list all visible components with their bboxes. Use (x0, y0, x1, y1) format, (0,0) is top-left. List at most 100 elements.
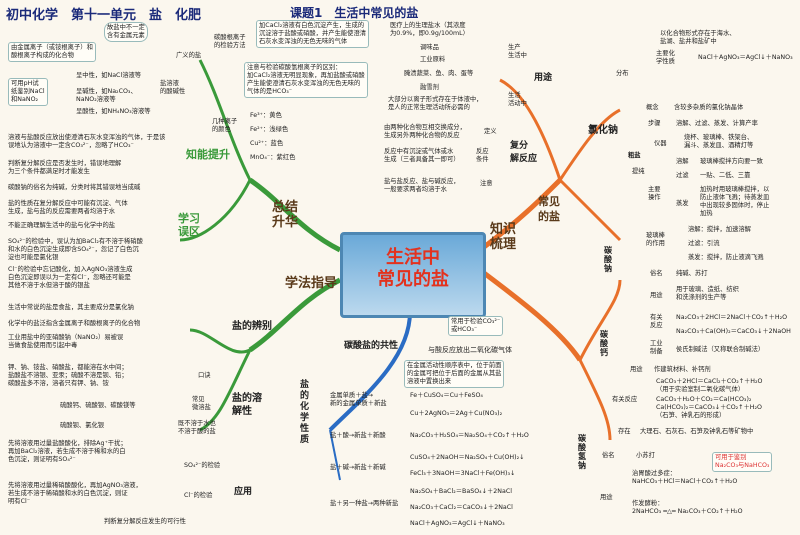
decomp-feasibility: 判断复分解反应发生的可行性 (104, 518, 186, 525)
cl-test-text: 先将溶液用过量稀硝酸酸化，再加AgNO₃溶液， 若生成不溶于稀硝酸和水的白色沉淀… (8, 482, 142, 505)
metal-salt-title: 金属单质＋盐→ 新的金属单质＋新盐 (330, 392, 387, 407)
ion-mno4: MnO₄⁻：紫红色 (250, 154, 296, 161)
apply-title: 应用 (234, 487, 253, 497)
mistake-6: Cl⁻的检验中忘记酸化，加入AgNO₃溶液生成 白色沉淀即误以为一定有Cl⁻，忽… (8, 266, 133, 289)
slightly-soluble-title: 常见 微溶盐 (192, 396, 211, 411)
insoluble-title: 既不溶于水也 不溶于酸的盐 (178, 420, 216, 435)
concept-title: 概念 (646, 104, 659, 111)
dissolve-title: 溶解 (676, 158, 689, 165)
nacl-title: 氯化钠 (588, 125, 618, 136)
rhyme-text: 钾、钠、铵盐、硝酸盐，都能溶在水中间； 盐酸盐不溶银、亚汞；硫酸不溶是钡、铅； … (8, 364, 128, 387)
glass-2: 过滤：引流 (688, 240, 720, 247)
salt-definition: 由金属离子（或铵根离子）和 酸根离子构成的化合物 (8, 42, 96, 62)
so4-test-title: SO₄²⁻的检验 (184, 462, 221, 469)
na2co3-alias: 纯碱、苏打 (676, 270, 708, 277)
use-4: 融雪剂 (420, 84, 439, 91)
identify-3: 工业用盐中的亚硝酸钠（NaNO₂）易被误 当做食盐使用而引起中毒 (8, 334, 124, 349)
mistakes-title: 学习 误区 (178, 212, 200, 238)
eq-3: Na₂CO₃＋H₂SO₄＝Na₂SO₄＋CO₂↑＋H₂O (410, 432, 529, 439)
base-salt-title: 盐＋碱→新盐＋新碱 (330, 464, 386, 471)
hub-common-salts: 常见 的盐 (538, 195, 560, 223)
note-title: 注意 (480, 180, 493, 187)
purify-title: 提纯 (632, 168, 645, 175)
identify-1: 生活中常说的盐是食盐，其主要成分是氯化钠 (8, 304, 134, 311)
hub-method: 学法指导 (285, 276, 338, 291)
caco3-use: 作建筑材料、补钙剂 (654, 366, 711, 373)
hub-summary: 总结 升华 (272, 200, 299, 230)
nahco3-alias: 小苏打 (636, 452, 655, 459)
identify-2: 化学中的盐泛指含金属离子和酸根离子的化合物 (8, 320, 141, 327)
decomp-title: 复分 解反应 (510, 141, 538, 164)
concept-text: 含较多杂质的氯化钠晶体 (674, 104, 744, 111)
eq-1: Fe＋CuSO₄＝Cu＋FeSO₄ (410, 392, 483, 399)
carbonate-test-1: 加CaCl₂溶液有白色沉淀产生，生成的 沉淀溶于盐酸或硝酸，并产生能使澄清 石灰… (256, 20, 370, 48)
eq-5: FeCl₃＋3NaOH＝3NaCl＋Fe(OH)₃↓ (410, 470, 516, 477)
use-title: 用途 (534, 73, 553, 83)
na2co3-title: 碳 酸 钠 (604, 246, 612, 273)
ion-colors-title: 几种离子 的颜色 (212, 118, 238, 133)
caco3-exist: 大理石、石灰石、石笋及钟乳石等矿物中 (640, 428, 754, 435)
mistake-2: 碳酸钠的俗名为纯碱，分类时将其错误地当成碱 (8, 184, 141, 191)
nahco3-use-1: 治胃酸过多症： NaHCO₃＋HCl＝NaCl＋CO₂↑＋H₂O (632, 470, 738, 485)
glass-3: 蒸发：搅拌，防止液滴飞溅 (688, 254, 764, 261)
note-text: 盐与盐反应、盐与碱反应， 一般要求两者均溶于水 (384, 178, 460, 193)
def-text: 由两种化合物互相交换成分， 生成另外两种化合物的反应 (384, 124, 466, 139)
eq-2: Cu＋2AgNO₃＝2Ag＋Cu(NO₃)₂ (410, 410, 503, 417)
cloud-note: 故盐中不一定 含有金属元素 (104, 22, 148, 42)
carbonate-test-2: 注意与检验碳酸氢根离子的区别： 加CaCl₂溶液无明显现象，再加盐酸或硝酸 产生… (244, 62, 368, 98)
na2co3-ind-title: 工业 制备 (650, 340, 663, 355)
mistake-3: 盐的性质在复分解反应中可能有沉淀、气体 生成，盐与盐的反应需要两者均溶于水 (8, 200, 128, 215)
evap-title: 蒸发 (676, 200, 689, 207)
cond-text: 反应中有沉淀或气体或水 生成（三者具备其一即可） (384, 148, 460, 163)
center-image: 生活中 常见的盐 (340, 232, 486, 318)
mistake-4: 不能正确理解生活中的盐与化学中的盐 (8, 222, 116, 229)
def-title: 定义 (484, 128, 497, 135)
use-2: 工业原料 (420, 56, 446, 63)
center-title: 生活中 常见的盐 (377, 247, 449, 290)
na2co3-r1: Na₂CO₃＋2HCl＝2NaCl＋CO₂↑＋H₂O (676, 314, 788, 321)
saline: 医疗上的生理盐水（其浓度 为0.9%，即0.9g/100mL） (390, 22, 469, 37)
chem-title: 主要化 学性质 (656, 50, 675, 65)
carbonate-test-title: 碳酸根离子 的检验方法 (214, 34, 246, 49)
mistake-5: SO₄²⁻的检验中，误认为加BaCl₂有不溶于稀硝酸 和水的白色沉淀生成即含SO… (8, 238, 143, 261)
carbonate-common: 碳酸盐的共性 (344, 341, 399, 351)
chem-eq: NaCl＋AgNO₃＝AgCl↓＋NaNO₃ (698, 54, 793, 61)
caco3-r1: CaCO₃＋2HCl＝CaCl₂＋CO₂↑＋H₂O （用于实验室制二氧化碳气体） (656, 378, 763, 393)
ion-fe3: Fe³⁺：黄色 (250, 112, 282, 119)
so4-test-text: 先将溶液用过量盐酸酸化，排除Ag⁺干扰； 再加BaCl₂溶液，若生成不溶于稀和水… (8, 440, 127, 463)
caco3-use-title: 用途 (630, 366, 643, 373)
na2co3-react-title: 有关 反应 (650, 314, 663, 329)
dist-title: 分布 (616, 70, 629, 77)
main-op-title: 主要 操作 (648, 186, 661, 201)
na2co3-use-title: 用途 (650, 292, 663, 299)
eq-8: NaCl＋AgNO₃＝AgCl↓＋NaNO₃ (410, 520, 505, 527)
lesson-title: 课题1 生活中常见的盐 (290, 6, 419, 20)
wide-salt: 广义的盐 (176, 52, 202, 59)
use-1: 调味品 (420, 44, 439, 51)
neutral-salt: 呈中性，如NaCl溶液等 (76, 72, 142, 79)
slightly-soluble-text: 硫酸钙、硫酸银、碳酸镁等 (60, 402, 136, 409)
dist-text: 以化合物形式存在于海水、 盐湖、盐井和盐矿中 (660, 30, 736, 45)
filter-title: 过滤 (676, 172, 689, 179)
na2co3-alias-title: 俗名 (650, 270, 663, 277)
crude-title: 粗盐 (628, 152, 641, 159)
nahco3-alias-title: 俗名 (602, 452, 615, 459)
filter-text: 一贴、二低、三靠 (700, 172, 751, 179)
knowledge-up: 知能提升 (186, 148, 230, 161)
chem-prop-title: 盐 的 化 学 性 质 (300, 380, 310, 445)
insoluble-text: 硫酸钡、氯化银 (60, 422, 105, 429)
salt-salt-title: 盐＋另一种盐→两种新盐 (330, 500, 399, 507)
nahco3-use-2: 作发酵粉： 2NaHCO₃ ═△═ Na₂CO₃＋CO₂↑＋H₂O (632, 500, 743, 515)
cond-title: 反应 条件 (476, 148, 489, 163)
nahco3-use-title: 用途 (600, 494, 613, 501)
caco3-title: 碳 酸 钙 (600, 330, 608, 357)
basic-salt: 呈碱性，如Na₂CO₃、 NaNO₂溶液等 (76, 88, 137, 103)
salt-solution-ph: 盐溶液 的酸碱性 (160, 80, 186, 95)
glass-1: 溶解：搅拌，加速溶解 (688, 226, 751, 233)
solubility-title: 盐的溶 解性 (232, 393, 262, 417)
main-title: 初中化学 第十一单元 盐 化肥 (6, 8, 202, 23)
caco3-exist-title: 存在 (618, 428, 631, 435)
nahco3-identify: 可用于鉴别 Na₂CO₃与NaHCO₃ (712, 452, 773, 472)
caco3-r2: CaCO₃＋H₂O＋CO₂＝Ca(HCO₃)₂ Ca(HCO₃)₂＝CaCO₃↓… (656, 396, 762, 419)
